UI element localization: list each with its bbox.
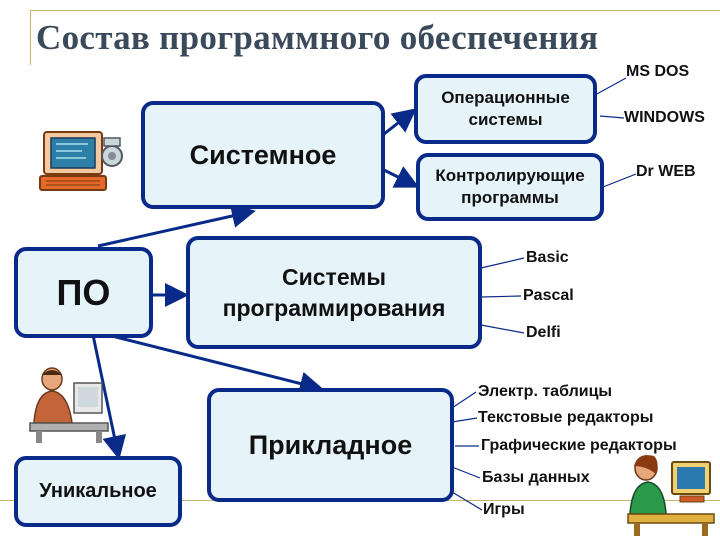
- leaf-ms-dos: MS DOS: [626, 63, 690, 80]
- leaf-delfi: Delfi: [526, 324, 561, 341]
- leaf-spreadsheets: Электр. таблицы: [478, 383, 613, 400]
- leaf-text-editors: Текстовые редакторы: [478, 409, 654, 426]
- node-unikalnoe-label: Уникальное: [39, 480, 157, 502]
- page-title: Состав программного обеспечения: [36, 18, 599, 57]
- title-left-line: [30, 10, 31, 65]
- line-sysprog-delfi: [480, 324, 525, 334]
- leaf-pascal: Pascal: [523, 287, 574, 304]
- leaf-basic: Basic: [526, 249, 569, 266]
- woman-at-computer-clipart: [627, 455, 715, 536]
- line-sysprog-basic: [480, 257, 525, 269]
- leaf-databases: Базы данных: [482, 469, 590, 486]
- line-sysprog-pascal: [480, 295, 522, 298]
- node-po: ПО: [14, 247, 153, 338]
- leaf-games: Игры: [483, 501, 525, 518]
- line-os-windows: [599, 115, 625, 119]
- node-systemnoe-label: Системное: [189, 139, 337, 170]
- leaf-dr-web: Dr WEB: [636, 163, 696, 180]
- arrow-po-to-unikalnoe: [91, 334, 127, 460]
- node-prikladnoe-label: Прикладное: [248, 429, 413, 460]
- node-po-label: ПО: [56, 271, 111, 313]
- arrow-systemnoe-to-os: [383, 108, 417, 136]
- line-control-drweb: [602, 173, 637, 188]
- node-control: Контролирующие программы: [416, 153, 604, 221]
- arrow-systemnoe-to-control: [383, 166, 420, 188]
- line-prikl-spreadsheets: [451, 391, 477, 409]
- person-at-desk-clipart: [29, 367, 109, 443]
- node-unikalnoe: Уникальное: [14, 456, 182, 527]
- arrow-po-to-prikladnoe: [99, 331, 324, 396]
- node-os-label: Операционные системы: [441, 88, 570, 129]
- line-os-msdos: [594, 77, 627, 96]
- node-prikladnoe: Прикладное: [207, 388, 454, 502]
- leaf-graphic-editors: Графические редакторы: [481, 437, 677, 454]
- node-sys-prog: Системы программирования: [186, 236, 482, 349]
- line-prikl-db: [451, 466, 481, 479]
- computer-clipart: [39, 131, 123, 191]
- arrow-po-to-systemnoe: [97, 204, 256, 248]
- line-prikl-text: [451, 417, 478, 423]
- node-systemnoe: Системное: [141, 101, 385, 209]
- node-os: Операционные системы: [414, 74, 597, 144]
- node-sys-prog-label: Системы программирования: [222, 263, 446, 321]
- leaf-windows: WINDOWS: [624, 109, 705, 126]
- title-top-line: [30, 10, 720, 11]
- node-control-label: Контролирующие программы: [435, 166, 585, 207]
